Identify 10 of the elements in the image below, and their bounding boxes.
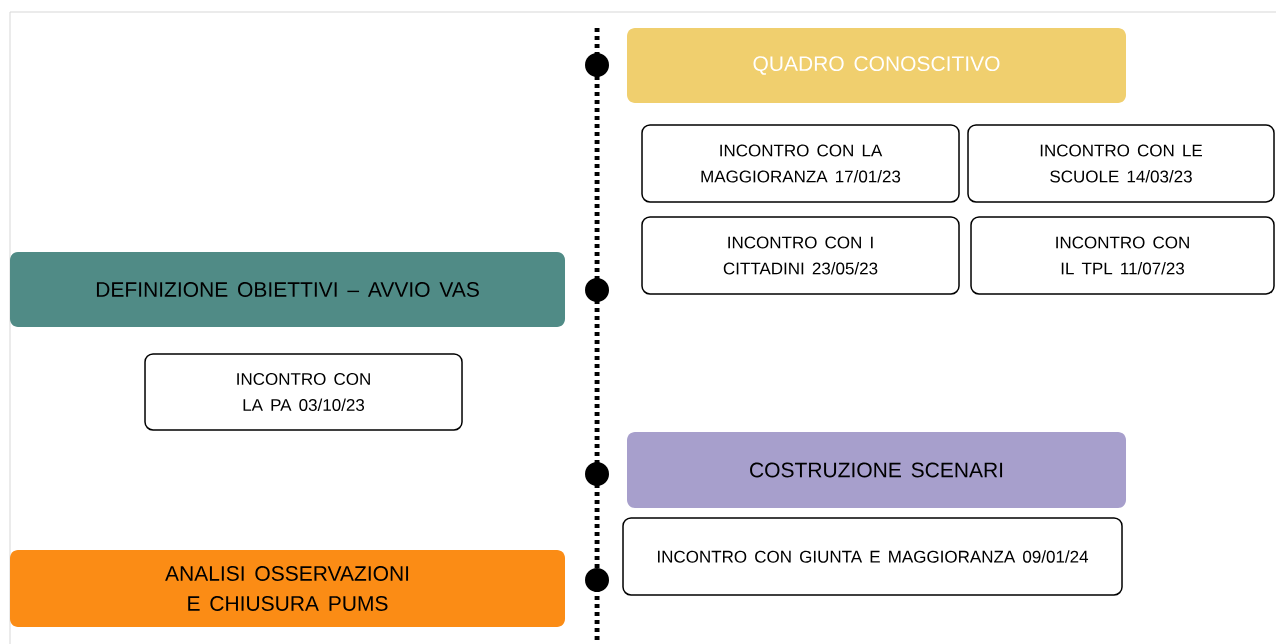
phase-box: ANALISI OSSERVAZIONI E CHIUSURA PUMS: [10, 550, 565, 627]
meeting-box: INCONTRO CON LA MAGGIORANZA 17/01/23: [641, 124, 960, 203]
meeting-box: INCONTRO CON LE SCUOLE 14/03/23: [967, 124, 1275, 203]
meeting-box: INCONTRO CON LA PA 03/10/23: [144, 353, 463, 431]
phase-box: DEFINIZIONE OBIETTIVI – AVVIO VAS: [10, 252, 565, 327]
meeting-box: INCONTRO CON I CITTADINI 23/05/23: [641, 216, 960, 295]
meeting-box: INCONTRO CON GIUNTA E MAGGIORANZA 09/01/24: [622, 517, 1123, 596]
phase-box: QUADRO CONOSCITIVO: [627, 28, 1126, 103]
phase-box: COSTRUZIONE SCENARI: [627, 432, 1126, 508]
meeting-box: INCONTRO CON IL TPL 11/07/23: [970, 216, 1275, 295]
